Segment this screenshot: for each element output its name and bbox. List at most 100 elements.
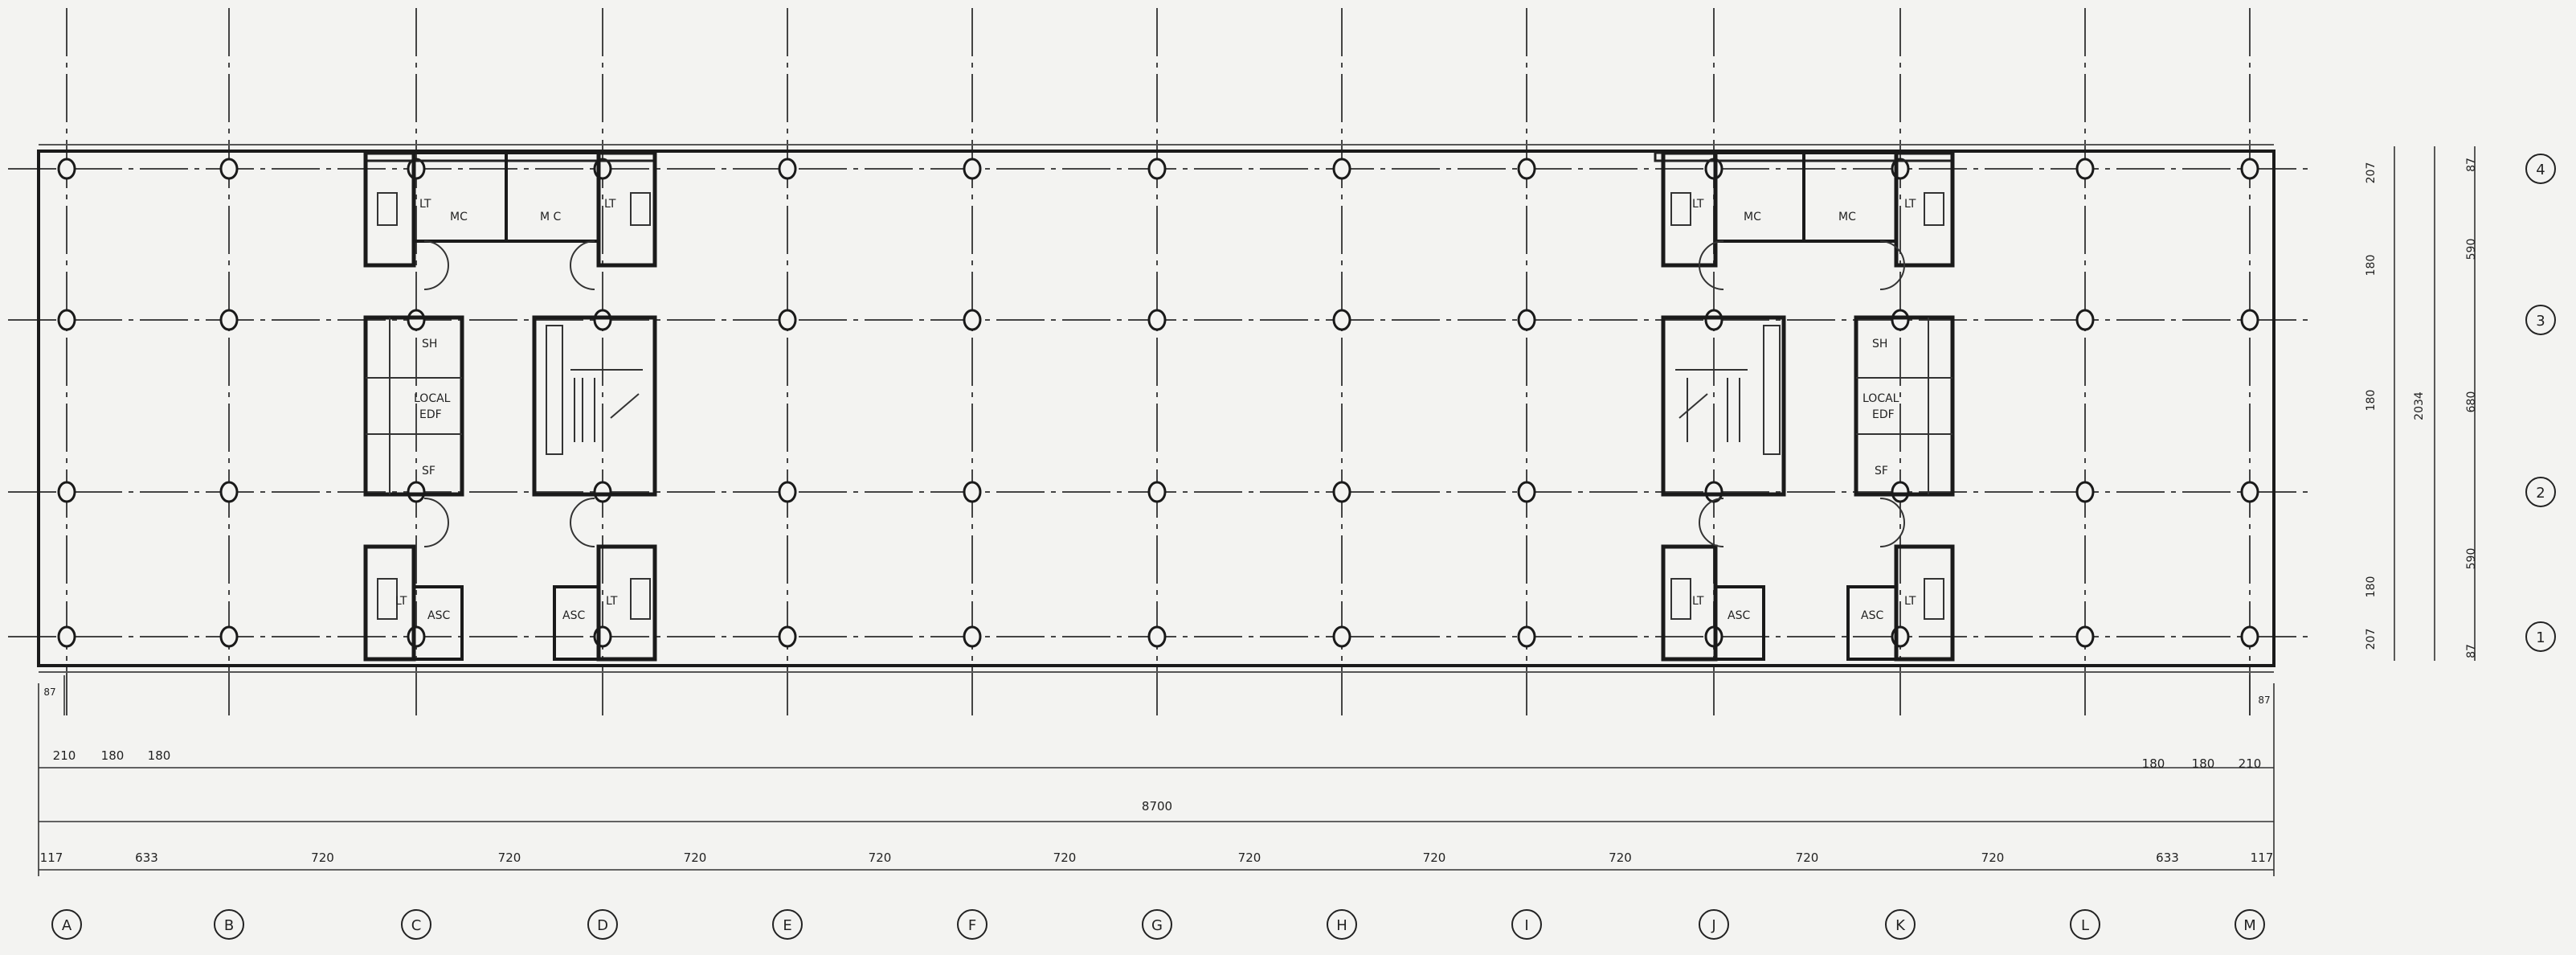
room-label-mc: MC <box>1838 211 1856 223</box>
column-post <box>57 158 76 180</box>
dimension-label: 720 <box>498 850 521 865</box>
room-label-lt: LT <box>395 595 407 608</box>
axis-bubble <box>1142 909 1172 940</box>
column-post <box>2240 309 2259 331</box>
dimension-label: 720 <box>1981 850 2005 865</box>
room-label-asc: ASC <box>1861 609 1883 622</box>
axis-bubble-label: B <box>224 917 234 934</box>
column-post <box>407 481 426 503</box>
dimension-label: 720 <box>684 850 707 865</box>
core-left: LT MC M C LT SH LOCAL EDF SF LT ASC ASC … <box>363 150 657 662</box>
axis-bubble-label: D <box>597 917 608 934</box>
dimension-label: 680 <box>2465 391 2478 413</box>
axis-bubble-label: A <box>62 917 72 934</box>
column-post <box>2240 625 2259 648</box>
room-label-asc: ASC <box>1728 609 1750 622</box>
column-post <box>2075 309 2095 331</box>
axis-bubble-label: C <box>411 917 422 934</box>
dimension-label: 720 <box>1238 850 1261 865</box>
column-post <box>1704 309 1723 331</box>
axis-bubble <box>957 909 987 940</box>
column-post <box>2240 158 2259 180</box>
column-post <box>2075 625 2095 648</box>
room-label-lt: LT <box>1904 595 1916 608</box>
column-post <box>2075 481 2095 503</box>
column-post <box>778 309 797 331</box>
column-post <box>1704 481 1723 503</box>
axis-bubble <box>1327 909 1357 940</box>
column-post <box>778 625 797 648</box>
axis-bubble <box>772 909 803 940</box>
room-label-mc: M C <box>540 211 562 223</box>
dimension-label: 117 <box>2251 850 2274 865</box>
column-post <box>963 481 982 503</box>
dimension-label: 633 <box>135 850 158 865</box>
total-length-label: 8700 <box>1142 799 1172 814</box>
room-label-lt: LT <box>1692 595 1704 608</box>
axis-bubble <box>2525 305 2556 335</box>
axis-bubble-label: 4 <box>2536 162 2545 178</box>
grid-axes <box>8 8 2314 715</box>
dimension-label: 180 <box>2365 576 2378 598</box>
dimension-label: 590 <box>2465 239 2478 260</box>
column-post <box>407 309 426 331</box>
axis-bubble <box>587 909 618 940</box>
axis-bubble <box>2525 154 2556 184</box>
room-label-sh: SH <box>1872 338 1887 350</box>
room-label-local: LOCAL <box>414 392 451 405</box>
column-post <box>57 309 76 331</box>
dimension-label: 180 <box>101 748 125 763</box>
column-post <box>57 625 76 648</box>
column-post <box>1147 309 1167 331</box>
axis-bubble-label: 1 <box>2536 629 2545 646</box>
dimension-label: 180 <box>2192 756 2215 771</box>
dimension-label: 210 <box>2239 756 2262 771</box>
axis-bubble <box>1699 909 1729 940</box>
room-label-asc: ASC <box>427 609 450 622</box>
dimension-label: 633 <box>2156 850 2179 865</box>
dimension-lines <box>38 146 2476 876</box>
column-post <box>1891 309 1910 331</box>
room-label-local: LOCAL <box>1862 392 1899 405</box>
dimension-label: 87 <box>2465 158 2478 172</box>
axis-bubble-label: K <box>1895 917 1906 934</box>
dimension-label: 720 <box>1423 850 1446 865</box>
dimension-label: 720 <box>311 850 334 865</box>
dimension-label: 180 <box>2365 390 2378 412</box>
structural-columns <box>57 158 2259 648</box>
column-post <box>1147 481 1167 503</box>
dimension-label: 180 <box>148 748 171 763</box>
dimension-label: 720 <box>1053 850 1077 865</box>
room-label-lt: LT <box>606 595 618 608</box>
room-label-sf: SF <box>1875 465 1888 478</box>
total-width-label: 2034 <box>2413 391 2426 420</box>
dimension-label: 180 <box>2365 255 2378 277</box>
column-post <box>219 309 239 331</box>
axis-bubble <box>2070 909 2100 940</box>
column-post <box>1332 625 1351 648</box>
column-post <box>1147 625 1167 648</box>
axis-bubble-label: L <box>2081 917 2089 934</box>
column-post <box>2075 158 2095 180</box>
column-post <box>1517 309 1536 331</box>
axis-bubble-label: E <box>783 917 791 934</box>
room-label-edf: EDF <box>1872 408 1895 421</box>
room-label-mc: MC <box>1744 211 1761 223</box>
axis-bubble <box>2235 909 2265 940</box>
axis-bubble <box>2525 621 2556 652</box>
room-label-lt: LT <box>419 198 431 211</box>
axis-bubble <box>1511 909 1542 940</box>
room-label-lt: LT <box>604 198 616 211</box>
room-label-lt: LT <box>1692 198 1704 211</box>
column-post <box>1147 158 1167 180</box>
dimension-label: 207 <box>2365 162 2378 184</box>
column-post <box>1332 158 1351 180</box>
axis-bubble <box>2525 477 2556 507</box>
column-post <box>778 158 797 180</box>
column-post <box>219 158 239 180</box>
dimension-label: 720 <box>869 850 892 865</box>
dimension-label: 207 <box>2365 629 2378 650</box>
axis-bubble-label: F <box>968 917 976 934</box>
column-post <box>1332 309 1351 331</box>
